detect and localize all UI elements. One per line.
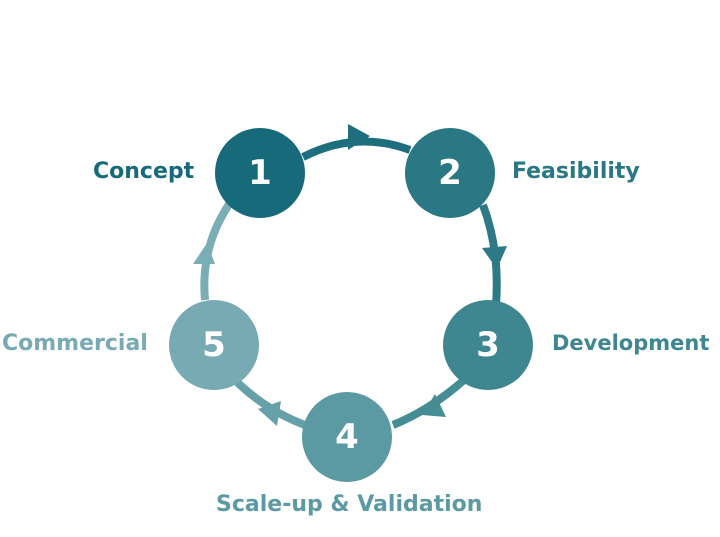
arrow-4-5-icon bbox=[258, 401, 281, 426]
stage-2-circle bbox=[405, 128, 495, 218]
stage-5-circle bbox=[169, 300, 259, 390]
stage-3-number: 3 bbox=[476, 325, 500, 365]
stage-1-number: 1 bbox=[248, 153, 272, 193]
arrow-3-4-icon bbox=[422, 394, 446, 417]
stage-2-label: Feasibility bbox=[512, 159, 640, 184]
stage-4-label: Scale-up & Validation bbox=[216, 492, 483, 517]
stage-5-number: 5 bbox=[202, 325, 226, 365]
stage-3-label: Development bbox=[552, 331, 710, 355]
arrow-5-1-icon bbox=[193, 243, 215, 264]
stage-2-number: 2 bbox=[438, 153, 462, 193]
stage-4-circle bbox=[302, 392, 392, 482]
arc-5-1 bbox=[200, 197, 236, 301]
stage-5-label: Commercial bbox=[2, 331, 148, 356]
stage-1-circle bbox=[215, 128, 305, 218]
arrow-2-3-icon bbox=[482, 246, 507, 269]
arc-3-4 bbox=[391, 377, 467, 429]
stage-1-label: Concept bbox=[93, 159, 195, 184]
stage-4-number: 4 bbox=[335, 417, 359, 457]
stage-3-circle bbox=[443, 300, 533, 390]
arrow-1-2-icon bbox=[348, 124, 370, 150]
